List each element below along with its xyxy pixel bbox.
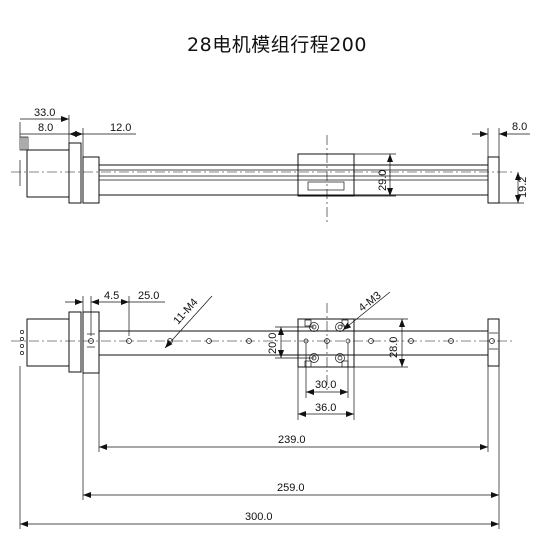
right-end-block-top bbox=[487, 318, 500, 367]
dim-slider-length: 36.0 bbox=[315, 402, 336, 414]
dim-inner-length: 259.0 bbox=[277, 482, 305, 494]
dim-slider-holes: 4-M3 bbox=[356, 289, 383, 314]
slider-side bbox=[297, 153, 355, 197]
dim-height: 29.0 bbox=[377, 170, 389, 191]
motor-top bbox=[20, 311, 82, 373]
side-view: 33.0 8.0 12.0 8.0 29.0 19.2 bbox=[11, 107, 530, 222]
dim-rail-holes: 11-M4 bbox=[171, 296, 200, 327]
rail-side bbox=[98, 164, 489, 196]
dim-center-height: 19.2 bbox=[517, 177, 529, 198]
dim-motor-length: 33.0 bbox=[34, 107, 55, 119]
dim-flange: 8.0 bbox=[38, 122, 53, 134]
dim-rail-length: 239.0 bbox=[278, 434, 306, 446]
right-end-block-side bbox=[487, 156, 500, 204]
top-view: 4.5 25.0 11-M4 4-M3 20.0 28.0 30.0 36.0 … bbox=[11, 289, 512, 529]
dim-slider-hole-h: 30.0 bbox=[315, 379, 336, 391]
dim-slider-width: 28.0 bbox=[388, 337, 400, 358]
motor-side bbox=[19, 136, 82, 204]
dim-slider-hole-v: 20.0 bbox=[267, 333, 279, 354]
dim-end-gap: 12.0 bbox=[110, 122, 131, 134]
rail-top bbox=[98, 330, 489, 356]
slider-top bbox=[297, 318, 355, 368]
dim-hole-pitch: 25.0 bbox=[138, 290, 159, 302]
left-end-block-side bbox=[82, 156, 100, 204]
dim-total-length: 300.0 bbox=[245, 511, 273, 523]
diagram-title: 28电机模组行程200 bbox=[187, 34, 367, 56]
dim-first-hole: 4.5 bbox=[104, 290, 119, 302]
dim-right-end: 8.0 bbox=[512, 121, 527, 133]
